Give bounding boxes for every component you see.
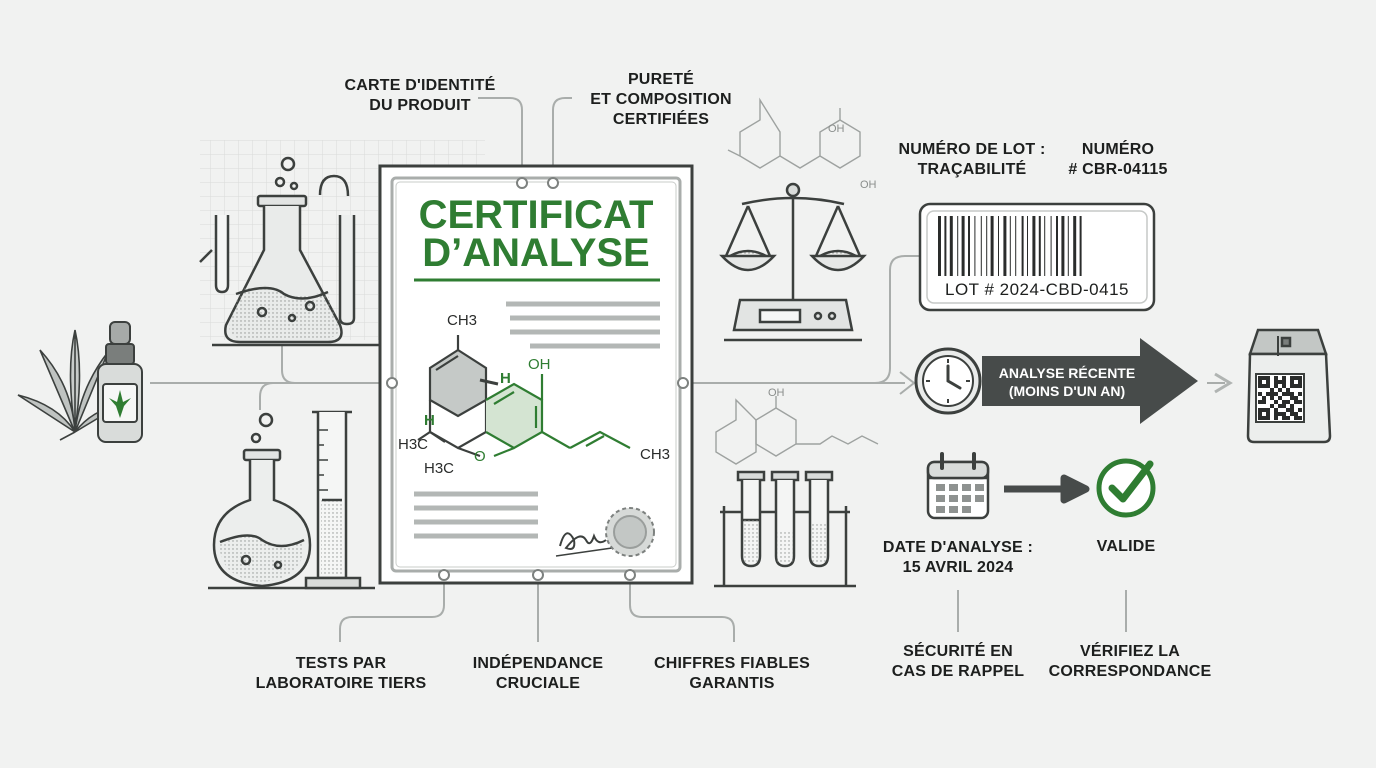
callout-text: CARTE D'IDENTITÉ	[344, 77, 496, 94]
recent-arrow-text: ANALYSE RÉCENTE	[998, 365, 1136, 381]
callout-text: GARANTIS	[689, 675, 775, 692]
arrow-to-valid	[1004, 474, 1090, 504]
callout-text: # CBR-04115	[1068, 161, 1168, 178]
callout-number: NUMÉRO # CBR-04115	[1050, 140, 1186, 180]
callout-valid: VALIDE	[1096, 538, 1156, 555]
callout-text: CAS DE RAPPEL	[891, 663, 1025, 680]
lot-card	[918, 202, 1156, 312]
callout-text: NUMÉRO	[1081, 141, 1155, 158]
callout-text: DU PRODUIT	[369, 97, 471, 114]
oil-dropper-bottle-icon	[97, 321, 143, 443]
callout-text: NUMÉRO DE LOT :	[898, 141, 1046, 158]
oh-label: OH	[768, 387, 785, 399]
h-upper-label: H	[500, 370, 511, 387]
callout-text: ET COMPOSITION	[590, 91, 732, 108]
callout-text: INDÉPENDANCE	[472, 655, 604, 672]
thc-molecule-structure	[417, 335, 631, 458]
check-circle-icon	[1096, 458, 1156, 518]
recent-arrow	[982, 338, 1198, 424]
callout-purity: PURETÉ ET COMPOSITION CERTIFIÉES	[574, 70, 748, 130]
ch3-top-label: CH3	[447, 312, 478, 329]
recent-arrow-text: (MOINS D'UN AN)	[1008, 383, 1126, 399]
callout-text: DATE D'ANALYSE :	[882, 539, 1034, 556]
h3c-label-1: H3C	[398, 436, 429, 453]
clock-icon	[914, 347, 982, 415]
certificate-title-line1: CERTIFICAT	[418, 193, 654, 237]
callout-independence: INDÉPENDANCE CRUCIALE	[458, 654, 618, 694]
callout-text: 15 AVRIL 2024	[902, 559, 1014, 576]
callout-text: SÉCURITÉ EN	[903, 643, 1013, 660]
balance-scale-icon	[719, 182, 867, 342]
callout-text: LABORATOIRE TIERS	[255, 675, 427, 692]
callout-reliable-figures: CHIFFRES FIABLES GARANTIS	[640, 654, 824, 694]
callout-text: VÉRIFIEZ LA	[1080, 643, 1180, 660]
callout-text: CHIFFRES FIABLES	[653, 655, 811, 672]
callout-text: CRUCIALE	[495, 675, 581, 692]
callout-text: TRAÇABILITÉ	[917, 161, 1027, 178]
oh-label: OH	[528, 356, 551, 373]
callout-check-match: VÉRIFIEZ LA CORRESPONDANCE	[1040, 642, 1220, 682]
product-bag-qr-icon	[1246, 328, 1332, 444]
calendar-icon	[926, 452, 990, 520]
h3c-label-2: H3C	[424, 460, 455, 477]
certificate-title-line2: D’ANALYSE	[422, 231, 650, 275]
callout-third-party: TESTS PAR LABORATOIRE TIERS	[246, 654, 436, 694]
arrowhead	[899, 371, 916, 395]
connector-lines	[150, 97, 1225, 642]
callout-lot-tracability: NUMÉRO DE LOT : TRAÇABILITÉ	[890, 140, 1054, 180]
molecule-sketch	[715, 97, 879, 465]
seal-icon	[605, 507, 655, 557]
ring-oxygen-label: O	[474, 448, 486, 465]
oh-label: OH	[860, 179, 877, 191]
round-bottom-flask-icon	[208, 412, 375, 590]
connector-dots	[386, 177, 689, 581]
callout-recall-safety: SÉCURITÉ EN CAS DE RAPPEL	[880, 642, 1036, 682]
ch3-right-label: CH3	[640, 446, 671, 463]
lot-card-text: LOT # 2024-CBD-0415	[944, 280, 1129, 299]
callout-text: PURETÉ	[627, 71, 695, 88]
signature-icon	[555, 532, 613, 557]
callout-product-identity: CARTE D'IDENTITÉ DU PRODUIT	[330, 76, 510, 116]
graduated-cylinder-icon	[304, 410, 362, 590]
erlenmeyer-flask-icon	[199, 156, 405, 347]
callout-text: TESTS PAR	[295, 655, 387, 672]
recent-analysis-label: ANALYSE RÉCENTE (MOINS D'UN AN)	[986, 364, 1148, 400]
callout-text: CERTIFIÉES	[612, 111, 710, 128]
oh-label: OH	[828, 123, 845, 135]
barcode-icon	[938, 216, 1082, 276]
callout-analysis-date: DATE D'ANALYSE : 15 AVRIL 2024	[880, 538, 1036, 578]
h-lower-label: H	[424, 412, 435, 429]
callout-text: CORRESPONDANCE	[1048, 663, 1212, 680]
certificate-title: CERTIFICAT D’ANALYSE	[400, 193, 672, 275]
arrowhead	[1214, 372, 1233, 394]
test-tube-rack-icon	[714, 470, 856, 588]
